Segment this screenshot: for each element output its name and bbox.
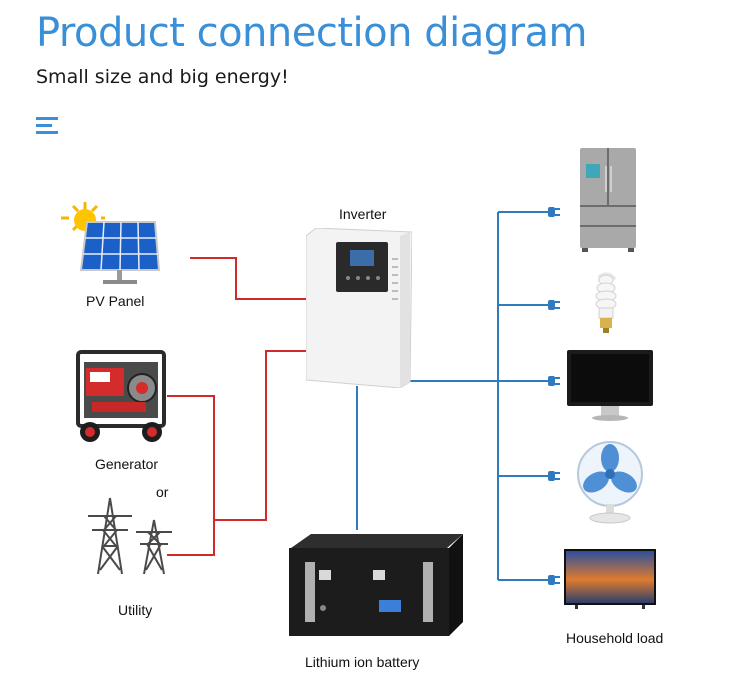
generator-label: Generator [95,456,159,472]
battery-icon [289,534,463,636]
page-subtitle: Small size and big energy! [36,66,289,88]
or-label: or [156,484,169,500]
household-load-label: Household load [566,630,664,646]
monitor-icon [567,350,653,421]
plug-icon [548,575,560,585]
solar-panel-icon [61,202,161,284]
battery-label: Lithium ion battery [305,654,420,670]
plug-icon [548,207,560,217]
plug-icon [548,471,560,481]
utility-label: Utility [118,602,153,618]
refrigerator-icon [580,148,636,252]
pv-to-inverter-line [190,257,308,300]
menu-icon[interactable] [36,117,60,135]
inverter-icon [306,228,412,388]
utility-to-inverter-line [214,350,308,521]
power-tower-icon [88,497,172,575]
plug-icon [548,300,560,310]
inverter-label: Inverter [339,206,387,222]
tv-icon [564,549,656,609]
pv-panel-label: PV Panel [86,293,145,309]
fan-icon [577,441,643,524]
generator-to-inverter-line [167,395,215,556]
generator-icon [76,350,166,442]
plug-icon [548,376,560,386]
light-bulb-icon [595,272,617,333]
page-title: Product connection diagram [36,10,588,56]
